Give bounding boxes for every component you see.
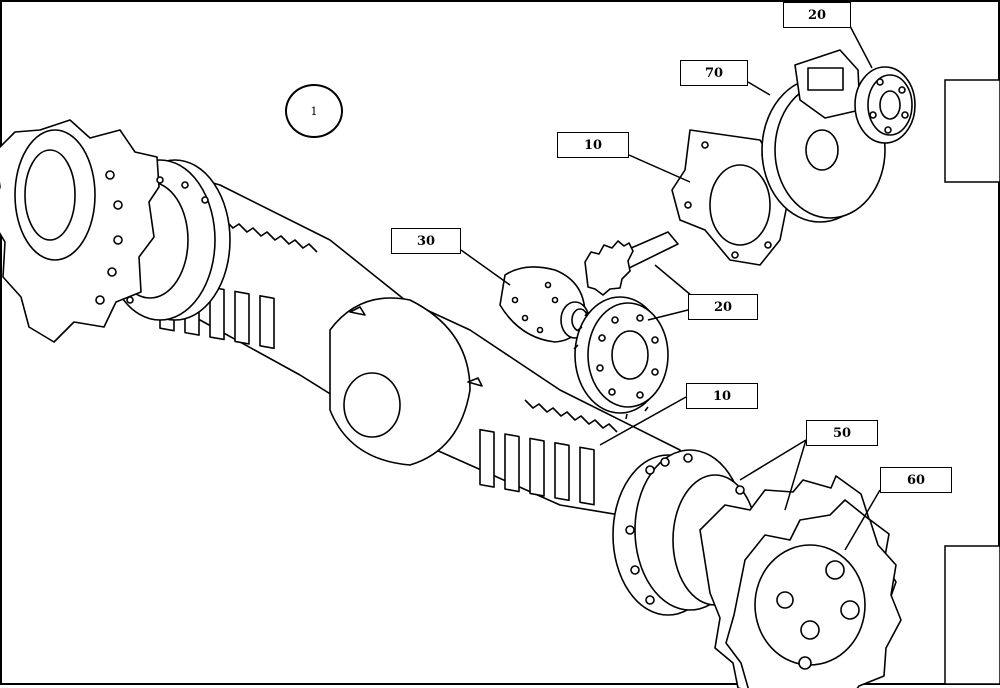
side-tab-upper (944, 79, 1000, 183)
center-housing-bore (343, 372, 401, 438)
callout-50: 50 (806, 420, 878, 446)
callout-50-text: 50 (832, 425, 852, 441)
callout-30-text: 30 (416, 233, 436, 249)
leader-lines (460, 25, 881, 551)
callout-70-text: 70 (704, 65, 724, 81)
pinion-gear (584, 231, 679, 296)
callout-30: 30 (391, 228, 461, 254)
differential-case (499, 266, 590, 343)
left-hub-assembly (0, 119, 231, 343)
ring-gear (573, 296, 669, 420)
callout-20-mid: 20 (688, 294, 758, 320)
callout-10-upper: 10 (557, 132, 629, 158)
assembly-marker: 1 (285, 84, 343, 138)
callout-20-top-text: 20 (807, 7, 827, 23)
callout-10-lower-text: 10 (712, 388, 732, 404)
side-tab-lower (944, 545, 1000, 685)
callout-20-top: 20 (783, 2, 851, 28)
callout-60: 60 (880, 467, 952, 493)
valve-actuator (794, 49, 916, 144)
axle-housing (129, 164, 681, 521)
callout-60-text: 60 (906, 472, 926, 488)
right-ribs (479, 428, 595, 506)
callout-10-lower: 10 (686, 383, 758, 409)
callout-20-mid-text: 20 (713, 299, 733, 315)
callout-10-upper-text: 10 (583, 137, 603, 153)
callout-70: 70 (680, 60, 748, 86)
right-hub-assembly (612, 449, 902, 688)
assembly-marker-text: 1 (310, 104, 318, 118)
